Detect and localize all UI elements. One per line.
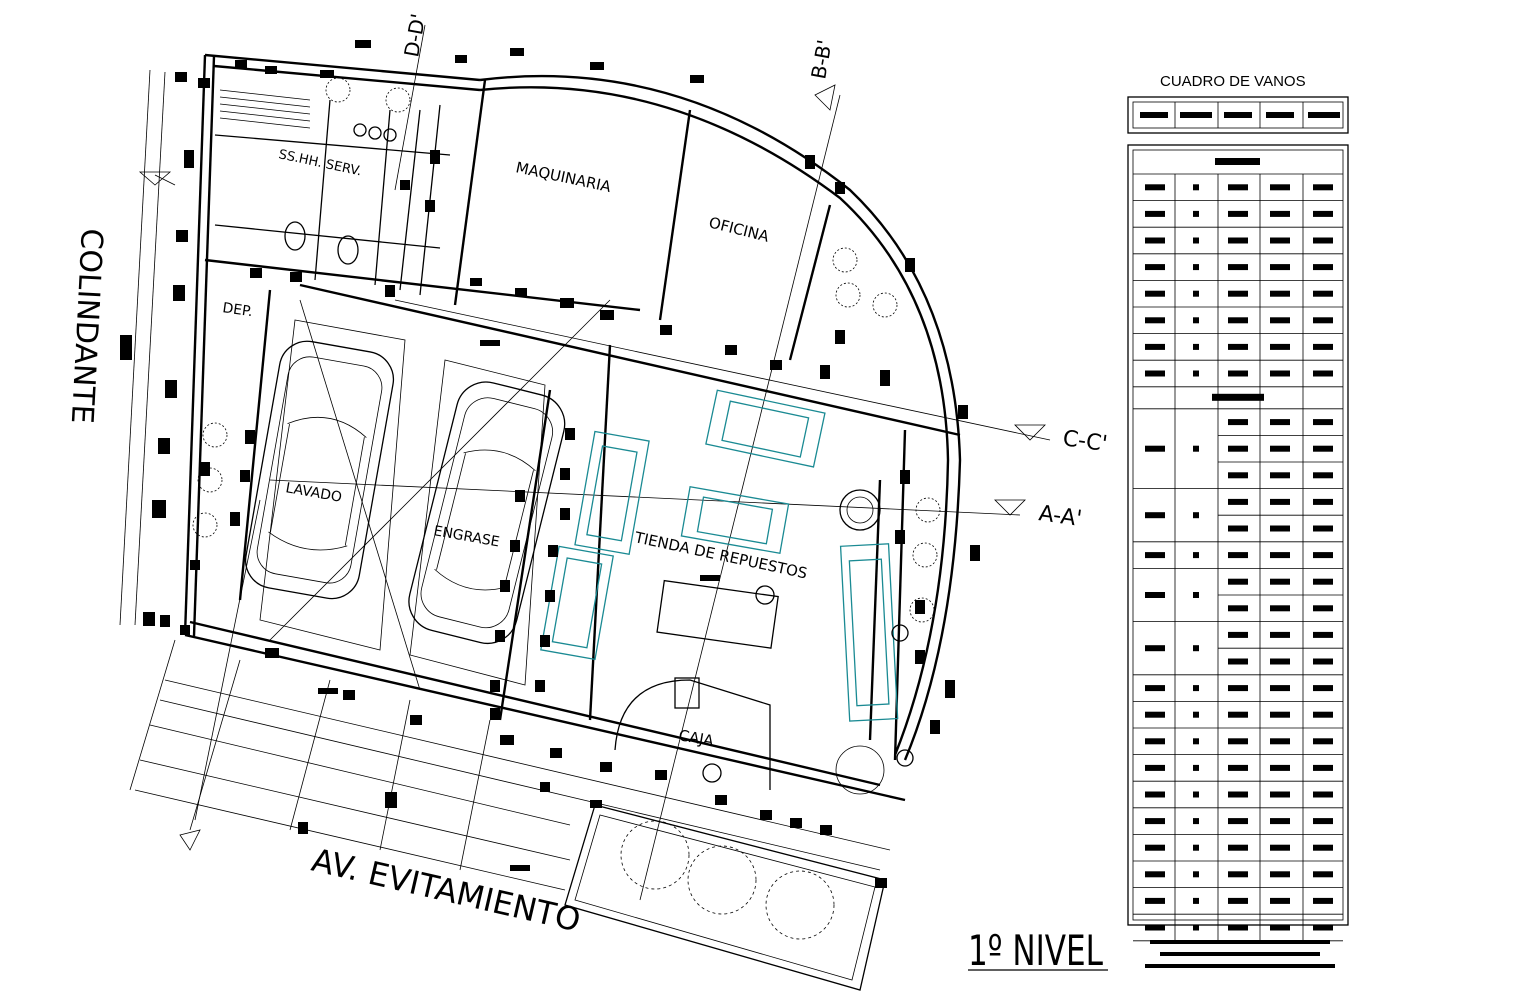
label-caja: CAJA xyxy=(677,726,715,750)
label-oficina: OFICINA xyxy=(707,213,771,245)
label-dep: DEP. xyxy=(221,300,253,320)
cuadro-de-vanos: CUADRO DE VANOS xyxy=(1127,73,1349,942)
building-outline xyxy=(119,53,962,802)
level-title: 1º NIVEL xyxy=(968,926,1335,975)
label-lavado: LAVADO xyxy=(284,480,343,506)
car-engrase xyxy=(408,381,566,645)
cuadro-title: CUADRO DE VANOS xyxy=(1160,73,1306,90)
car-lavado xyxy=(244,340,395,600)
section-label-dd: D-D' xyxy=(399,12,430,59)
level-title-text: 1º NIVEL xyxy=(968,926,1103,975)
section-label-aa: A-A' xyxy=(1037,501,1083,532)
column-markers xyxy=(120,40,980,888)
label-maquinaria: MAQUINARIA xyxy=(514,158,613,196)
schedule-rows xyxy=(1133,158,1343,942)
parking-bays xyxy=(259,319,546,686)
shrubs xyxy=(192,77,941,940)
fixtures xyxy=(219,89,397,265)
room-labels: COLINDANTE AV. EVITAMIENTO MAQUINARIA OF… xyxy=(64,147,809,939)
label-sshh: SS.HH. SERV. xyxy=(277,147,363,179)
section-arrows xyxy=(138,84,1046,851)
label-colindante: COLINDANTE xyxy=(64,228,109,425)
interior-walls xyxy=(129,79,961,991)
section-label-cc: C-C' xyxy=(1061,426,1109,457)
section-label-bb: B-B' xyxy=(806,38,836,81)
label-avenue: AV. EVITAMIENTO xyxy=(308,841,584,940)
section-lines xyxy=(154,24,1051,901)
